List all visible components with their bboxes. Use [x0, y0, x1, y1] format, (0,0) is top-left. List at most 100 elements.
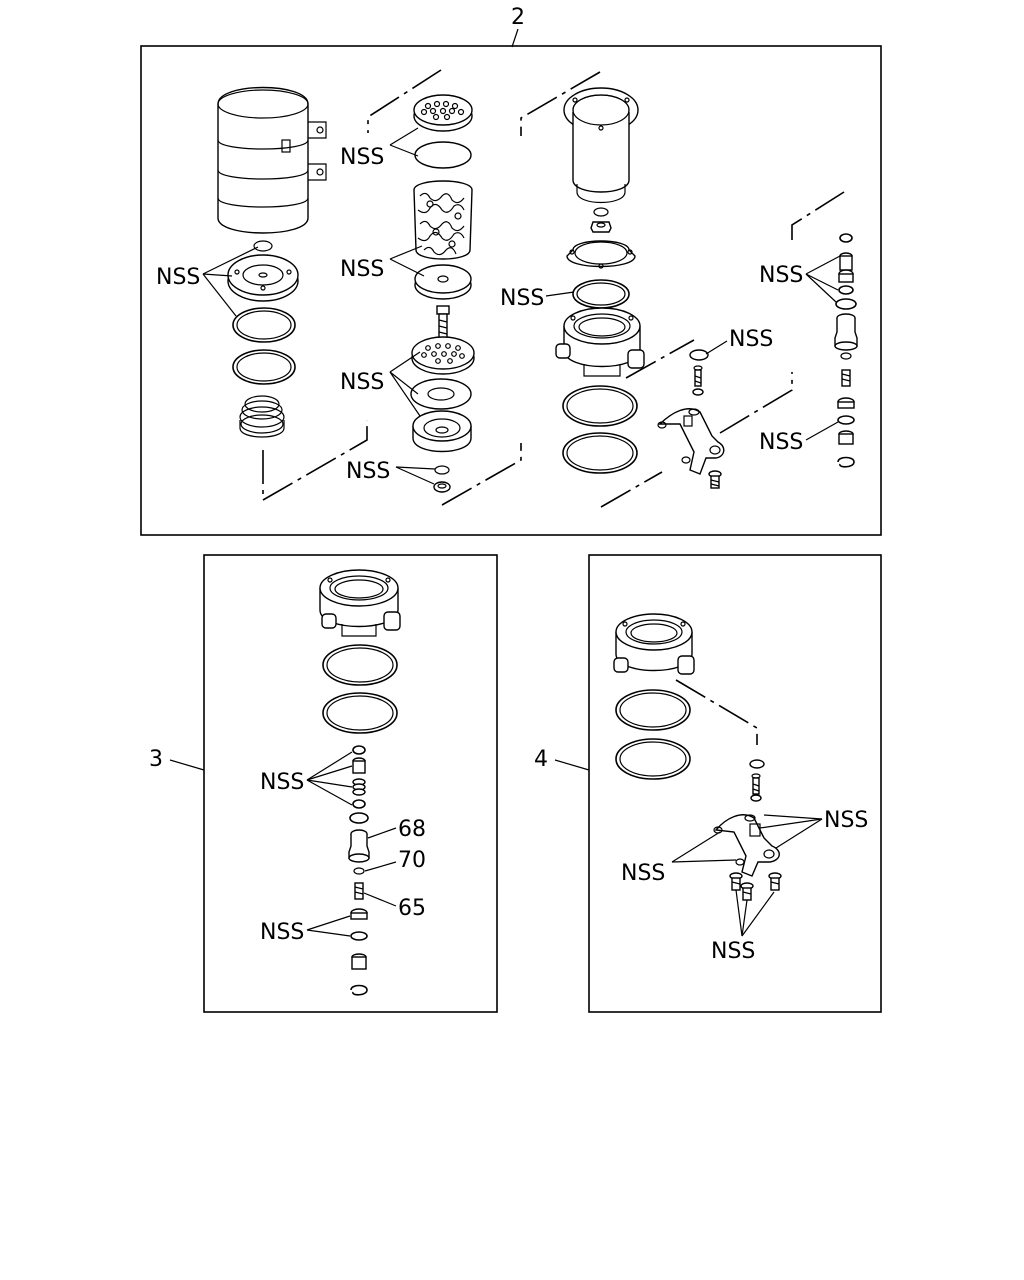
o-ring-large — [322, 692, 398, 734]
alignment-line — [367, 69, 442, 133]
plug — [352, 757, 366, 774]
plug — [838, 269, 854, 283]
callout-3: 3 — [149, 747, 163, 772]
o-ring-small — [352, 799, 366, 809]
alignment-line — [600, 471, 663, 508]
nss-label: NSS — [340, 370, 384, 395]
filter-housing — [217, 86, 327, 234]
alignment-line — [675, 679, 758, 745]
filter-cover-plate — [227, 254, 299, 302]
bolt — [750, 773, 762, 802]
o-ring-small — [838, 285, 854, 295]
spacer — [350, 908, 368, 920]
leader-line — [364, 861, 397, 872]
callout-4: 4 — [534, 747, 548, 772]
o-ring-large — [562, 432, 638, 474]
o-ring-small — [835, 298, 857, 310]
leader-lines — [671, 831, 737, 863]
callout-3-leader — [169, 759, 205, 771]
valve-cap — [838, 430, 854, 445]
gasket — [414, 141, 472, 169]
valve-stem — [354, 882, 364, 900]
alignment-line — [625, 339, 695, 379]
washer — [749, 759, 765, 769]
valve-stem — [841, 369, 851, 387]
panel-kit-3: 3 — [149, 554, 498, 1013]
callout-2-leader — [511, 28, 519, 48]
snap-ring — [837, 456, 855, 468]
filter-screen — [413, 94, 473, 132]
nut — [590, 221, 612, 233]
nut-small — [433, 481, 451, 493]
center-bolt — [436, 305, 450, 339]
nss-label: NSS — [759, 430, 803, 455]
bolt — [740, 882, 754, 901]
alignment-line — [719, 372, 793, 434]
bolt — [692, 365, 704, 396]
filter-head — [613, 613, 695, 675]
nss-label: NSS — [500, 286, 544, 311]
plug — [839, 252, 853, 271]
leader-line — [367, 827, 397, 839]
washer-small — [434, 465, 450, 475]
alignment-line — [520, 71, 601, 136]
perforated-plate — [411, 336, 475, 375]
seat — [840, 352, 852, 360]
filter-bowl — [563, 87, 639, 203]
nss-label: NSS — [729, 327, 773, 352]
valve-housing — [834, 313, 858, 351]
valve-body — [412, 410, 472, 453]
bowl-gasket — [566, 240, 636, 269]
part-number-70: 70 — [398, 848, 426, 873]
spacer — [837, 397, 855, 409]
panel-kit-4: 4 — [534, 554, 882, 1013]
o-ring-large — [615, 738, 691, 780]
leader-lines — [735, 889, 775, 937]
snap-ring — [350, 984, 368, 996]
nss-label: NSS — [156, 265, 200, 290]
nss-label: NSS — [260, 920, 304, 945]
o-ring-large — [562, 385, 638, 427]
o-ring-large — [322, 644, 398, 686]
callout-4-leader — [554, 759, 590, 771]
nss-label: NSS — [711, 939, 755, 964]
washer — [689, 349, 709, 361]
element-end-disc — [414, 264, 472, 300]
o-ring-small — [837, 415, 855, 425]
part-number-68: 68 — [398, 817, 426, 842]
seat — [353, 867, 365, 875]
bolt — [729, 872, 743, 891]
spring — [239, 395, 285, 438]
panel-kit-2: 2 — [140, 5, 882, 536]
leader-line — [363, 892, 397, 907]
leader-lines — [306, 915, 351, 937]
leader-lines — [389, 127, 436, 485]
leader-lines — [805, 255, 841, 441]
leader-lines — [759, 814, 823, 849]
alignment-line — [791, 191, 845, 240]
washer-small — [593, 207, 609, 217]
bolt — [708, 470, 722, 489]
nss-label: NSS — [260, 770, 304, 795]
panel-2-frame — [140, 45, 882, 536]
nss-label: NSS — [759, 263, 803, 288]
nss-label: NSS — [346, 459, 390, 484]
leader-line — [705, 340, 728, 355]
mounting-bracket — [713, 814, 780, 877]
o-ring-small — [839, 233, 853, 243]
spring-small — [352, 778, 366, 796]
nss-label: NSS — [824, 808, 868, 833]
nss-label: NSS — [621, 861, 665, 886]
o-ring-small — [349, 812, 369, 824]
o-ring-large — [232, 349, 296, 385]
alignment-line — [262, 420, 368, 502]
bolt — [768, 872, 782, 891]
valve-housing — [348, 829, 370, 863]
filter-head — [319, 569, 401, 637]
leader-line — [545, 291, 575, 297]
o-ring-large — [615, 689, 691, 731]
o-ring-small — [350, 931, 368, 941]
o-ring-large — [232, 307, 296, 343]
filter-element — [413, 180, 473, 260]
